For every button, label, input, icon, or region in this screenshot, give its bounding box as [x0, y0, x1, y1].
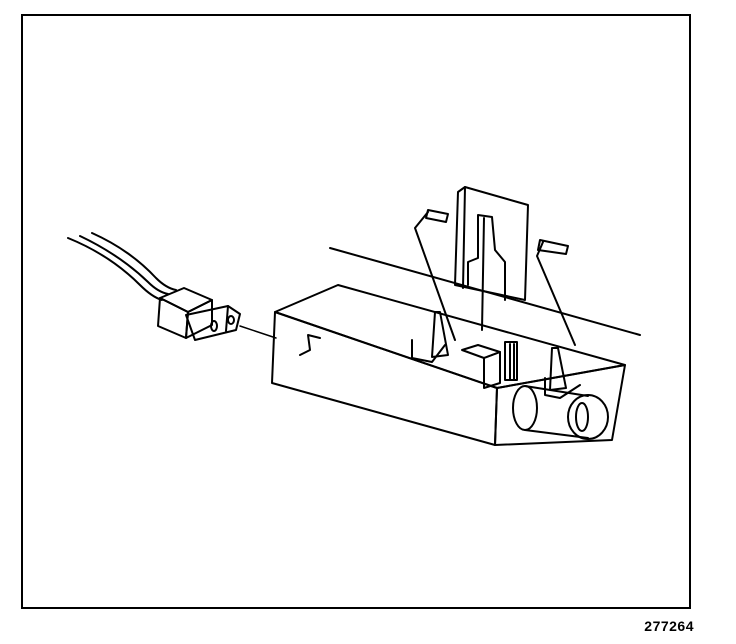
module-housing [271, 284, 626, 446]
electrical-connector [157, 287, 241, 341]
lamp-socket [512, 385, 609, 440]
clip-guide-lines [414, 211, 576, 346]
wiring-harness [67, 232, 177, 301]
figure-number: 277264 [644, 618, 694, 634]
illustration-frame [21, 14, 691, 609]
clip-tabs [425, 209, 569, 391]
alignment-line [239, 325, 277, 339]
retainer-clip [454, 186, 529, 331]
